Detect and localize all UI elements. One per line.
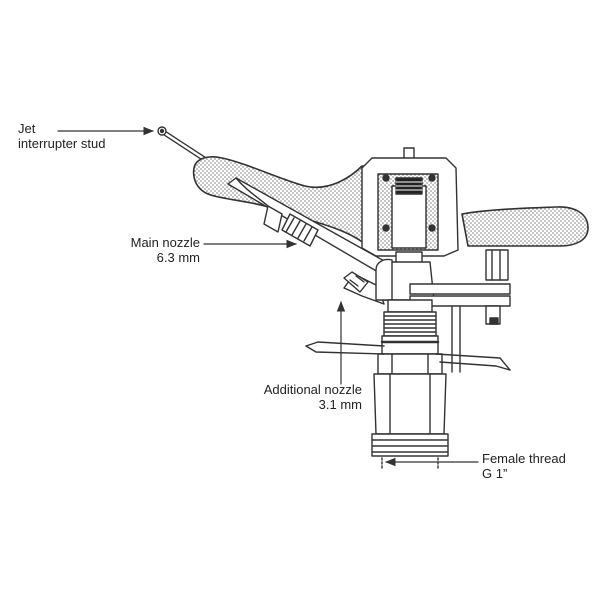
- main-nozzle-label: Main nozzle 6.3 mm: [130, 235, 200, 265]
- jet-interrupter-label: Jet interrupter stud: [18, 121, 106, 151]
- counterweight-arm: [461, 206, 589, 247]
- pivot-bracket: [409, 249, 511, 373]
- main-nozzle-assembly: [227, 177, 387, 273]
- deflector-plate: [305, 341, 511, 371]
- additional-nozzle-assembly: [343, 271, 385, 305]
- female-thread-label: Female thread G 1”: [482, 451, 566, 481]
- top-housing: [361, 147, 459, 257]
- shank: [371, 299, 449, 469]
- additional-nozzle-label: Additional nozzle 3.1 mm: [263, 382, 362, 412]
